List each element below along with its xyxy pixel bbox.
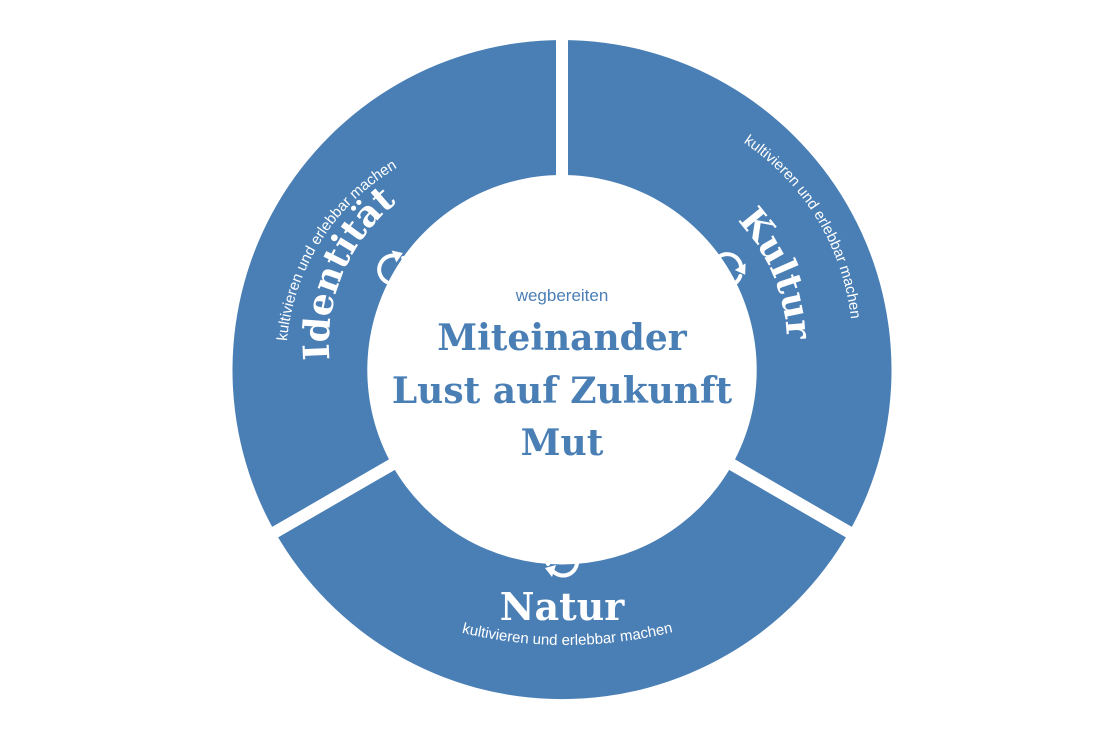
center-line-1: Miteinander [437, 317, 687, 359]
segment-kultur [562, 40, 892, 532]
center-line-3: Mut [521, 422, 604, 464]
separator-left [261, 458, 397, 544]
center-line-2: Lust auf Zukunft [392, 370, 733, 412]
separator-right [727, 458, 863, 544]
cycle-arrows-icon [708, 252, 746, 288]
segment-natur [275, 465, 849, 700]
segment-natur-title: Natur [500, 584, 626, 629]
center-small-label: wegbereiten [515, 286, 609, 305]
ring [232, 30, 892, 700]
cycle-arrows-icon [377, 250, 413, 290]
cycle-arrows-icon [544, 542, 580, 578]
segment-identitaet [232, 40, 562, 532]
center-content: wegbereiten Miteinander Lust auf Zukunft… [392, 286, 733, 464]
